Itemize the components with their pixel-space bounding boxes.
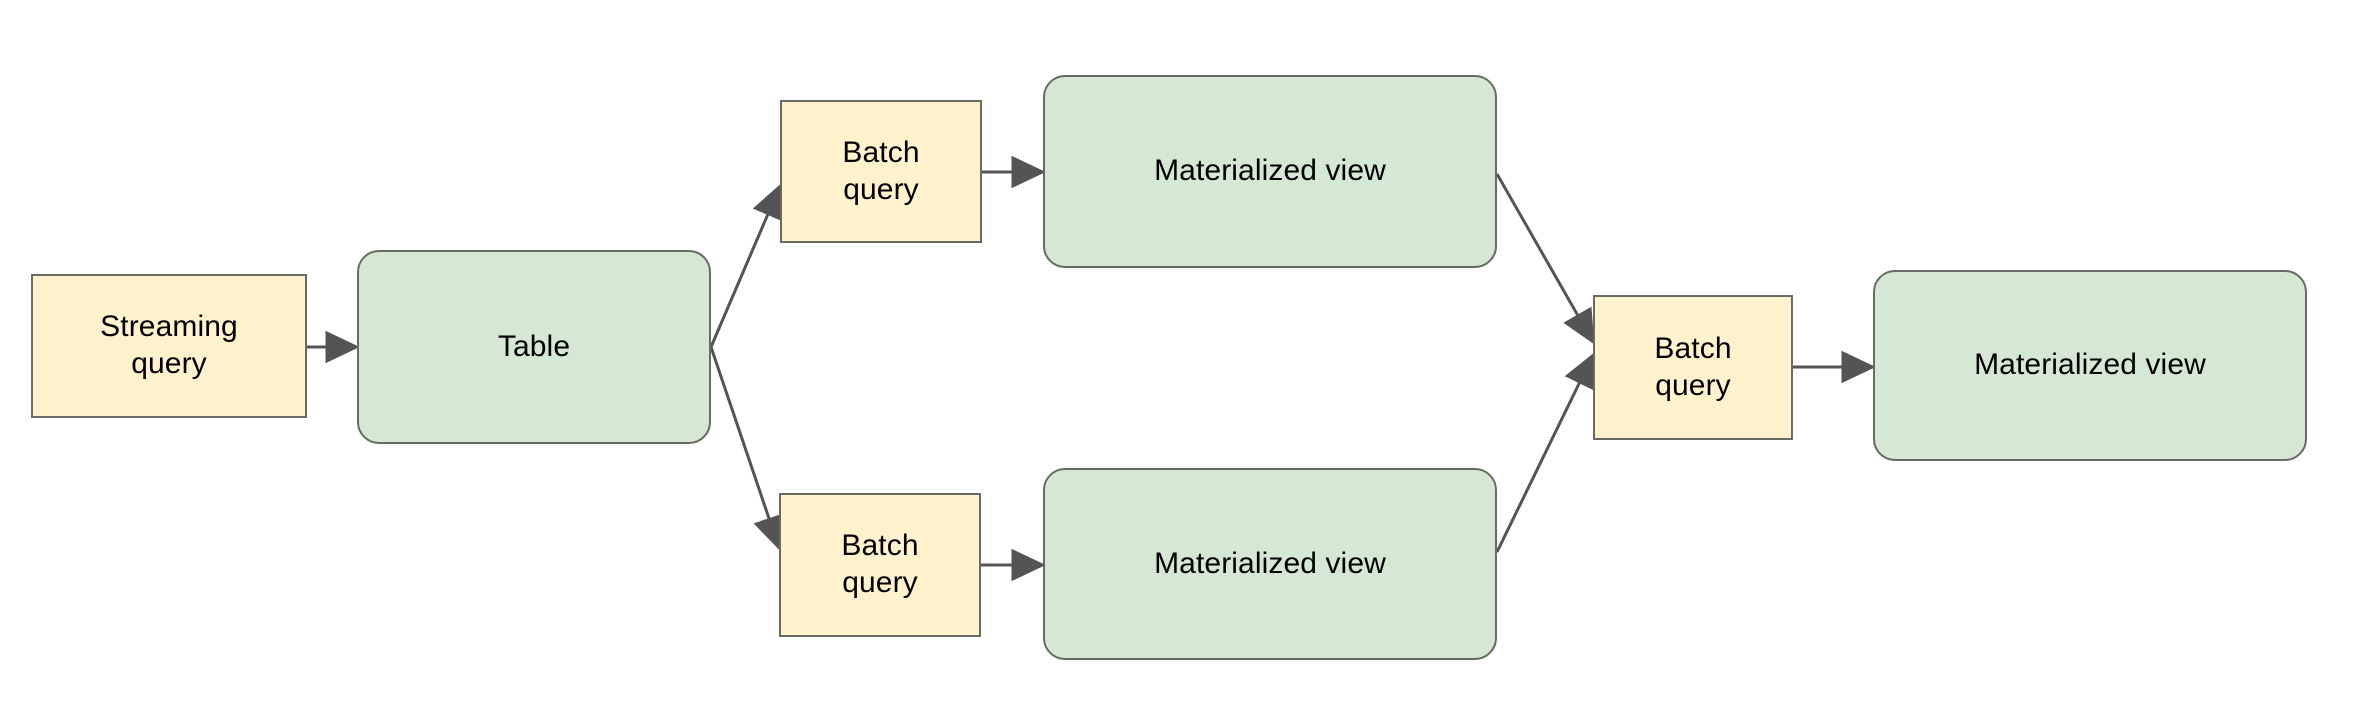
- node-label-streaming-query: Streaming query: [100, 310, 238, 380]
- node-materialized-view-final[interactable]: Materialized view: [1873, 270, 2307, 461]
- node-materialized-view-top[interactable]: Materialized view: [1043, 75, 1497, 268]
- node-batch-query-bottom[interactable]: Batch query: [779, 493, 981, 637]
- node-materialized-view-bottom[interactable]: Materialized view: [1043, 468, 1497, 660]
- node-batch-query-top[interactable]: Batch query: [780, 100, 982, 243]
- node-label-materialized-view-bottom: Materialized view: [1154, 546, 1386, 580]
- node-label-materialized-view-top: Materialized view: [1154, 154, 1386, 188]
- node-table[interactable]: Table: [357, 250, 711, 444]
- node-batch-query-join[interactable]: Batch query: [1593, 295, 1793, 440]
- node-label-batch-query-bottom: Batch query: [841, 529, 919, 599]
- node-streaming-query[interactable]: Streaming query: [31, 274, 307, 418]
- node-label-table: Table: [497, 329, 571, 363]
- node-label-batch-query-top: Batch query: [842, 135, 920, 206]
- node-label-materialized-view-final: Materialized view: [1974, 348, 2206, 382]
- edge-materialized-view-bottom-to-batch-query-join: [1495, 352, 1595, 553]
- edge-table-to-batch-query-top: [709, 183, 783, 348]
- edge-materialized-view-top-to-batch-query-join: [1495, 173, 1595, 345]
- node-label-batch-query-join: Batch query: [1654, 331, 1732, 402]
- edge-table-to-batch-query-bottom: [709, 346, 785, 551]
